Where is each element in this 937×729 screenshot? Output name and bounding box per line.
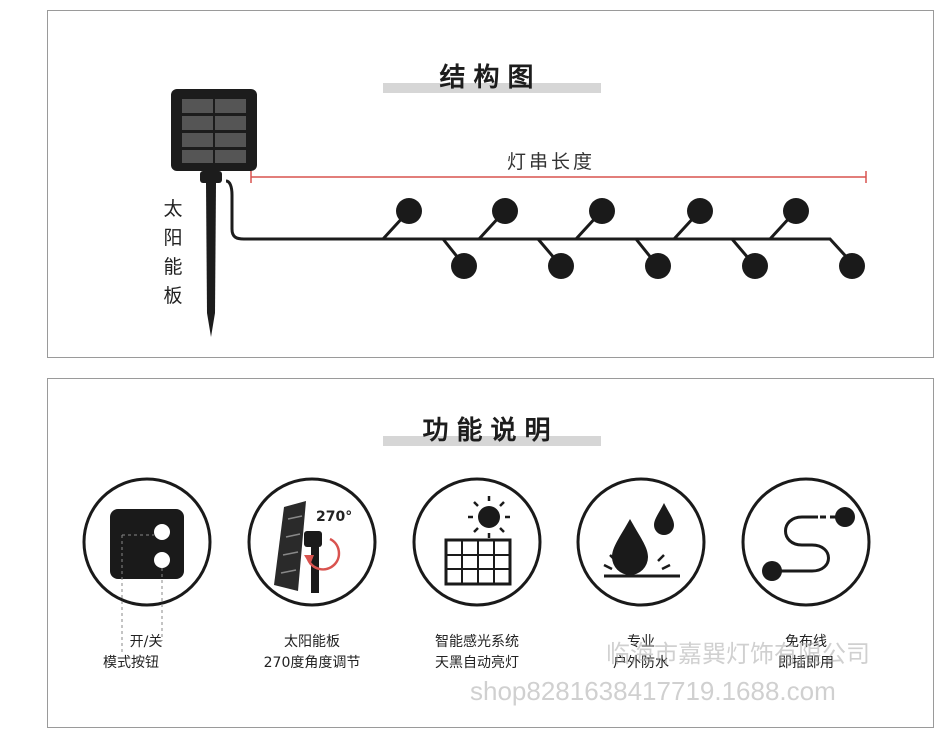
light-bulb <box>783 198 809 224</box>
feature-label-plug-play: 免布线 即插即用 <box>778 634 834 671</box>
light-bulb <box>451 253 477 279</box>
watermark-company: 临海市嘉巽灯饰有限公司 <box>606 640 870 668</box>
structure-diagram <box>171 89 867 337</box>
light-bulb <box>839 253 865 279</box>
feature-label-switch: 开/关 模式按钮 <box>103 634 163 671</box>
length-indicator <box>250 171 867 183</box>
feature-label-light-sensor: 智能感光系统 天黑自动亮灯 <box>435 634 519 671</box>
feature-label-solar-angle: 太阳能板 270度角度调节 <box>263 634 361 671</box>
light-bulb <box>687 198 713 224</box>
light-bulb <box>742 253 768 279</box>
light-bulb <box>396 198 422 224</box>
light-bulb <box>645 253 671 279</box>
light-bulb <box>548 253 574 279</box>
ground-stake <box>206 183 216 337</box>
water-drop-icon <box>576 477 706 607</box>
switch-box-icon <box>82 477 212 655</box>
sun-panel-icon <box>412 477 542 607</box>
solar-panel-label: 太 阳 能 板 <box>163 198 183 307</box>
length-label: 灯串长度 <box>507 151 596 173</box>
structure-panel: 结构图 <box>47 10 934 358</box>
solar-panel-rotate-icon <box>247 477 377 607</box>
feature-icons <box>82 477 871 655</box>
solar-panel-icon <box>171 89 257 183</box>
title-underline-bar <box>383 436 601 446</box>
function-panel: 功能说明 <box>47 378 934 728</box>
string-wire <box>225 179 854 265</box>
light-bulb <box>492 198 518 224</box>
upper-bulbs <box>381 198 809 241</box>
lower-bulbs <box>441 238 865 279</box>
structure-title: 结构图 <box>439 63 542 93</box>
cable-icon <box>741 477 871 607</box>
feature-label-waterproof: 专业 户外防水 <box>613 634 669 671</box>
light-bulb <box>589 198 615 224</box>
title-underline-bar <box>383 83 601 93</box>
function-title: 功能说明 <box>422 416 559 446</box>
rotation-badge: 270° <box>316 509 353 525</box>
watermark-shop: shop8281638417719.1688.com <box>470 676 836 706</box>
